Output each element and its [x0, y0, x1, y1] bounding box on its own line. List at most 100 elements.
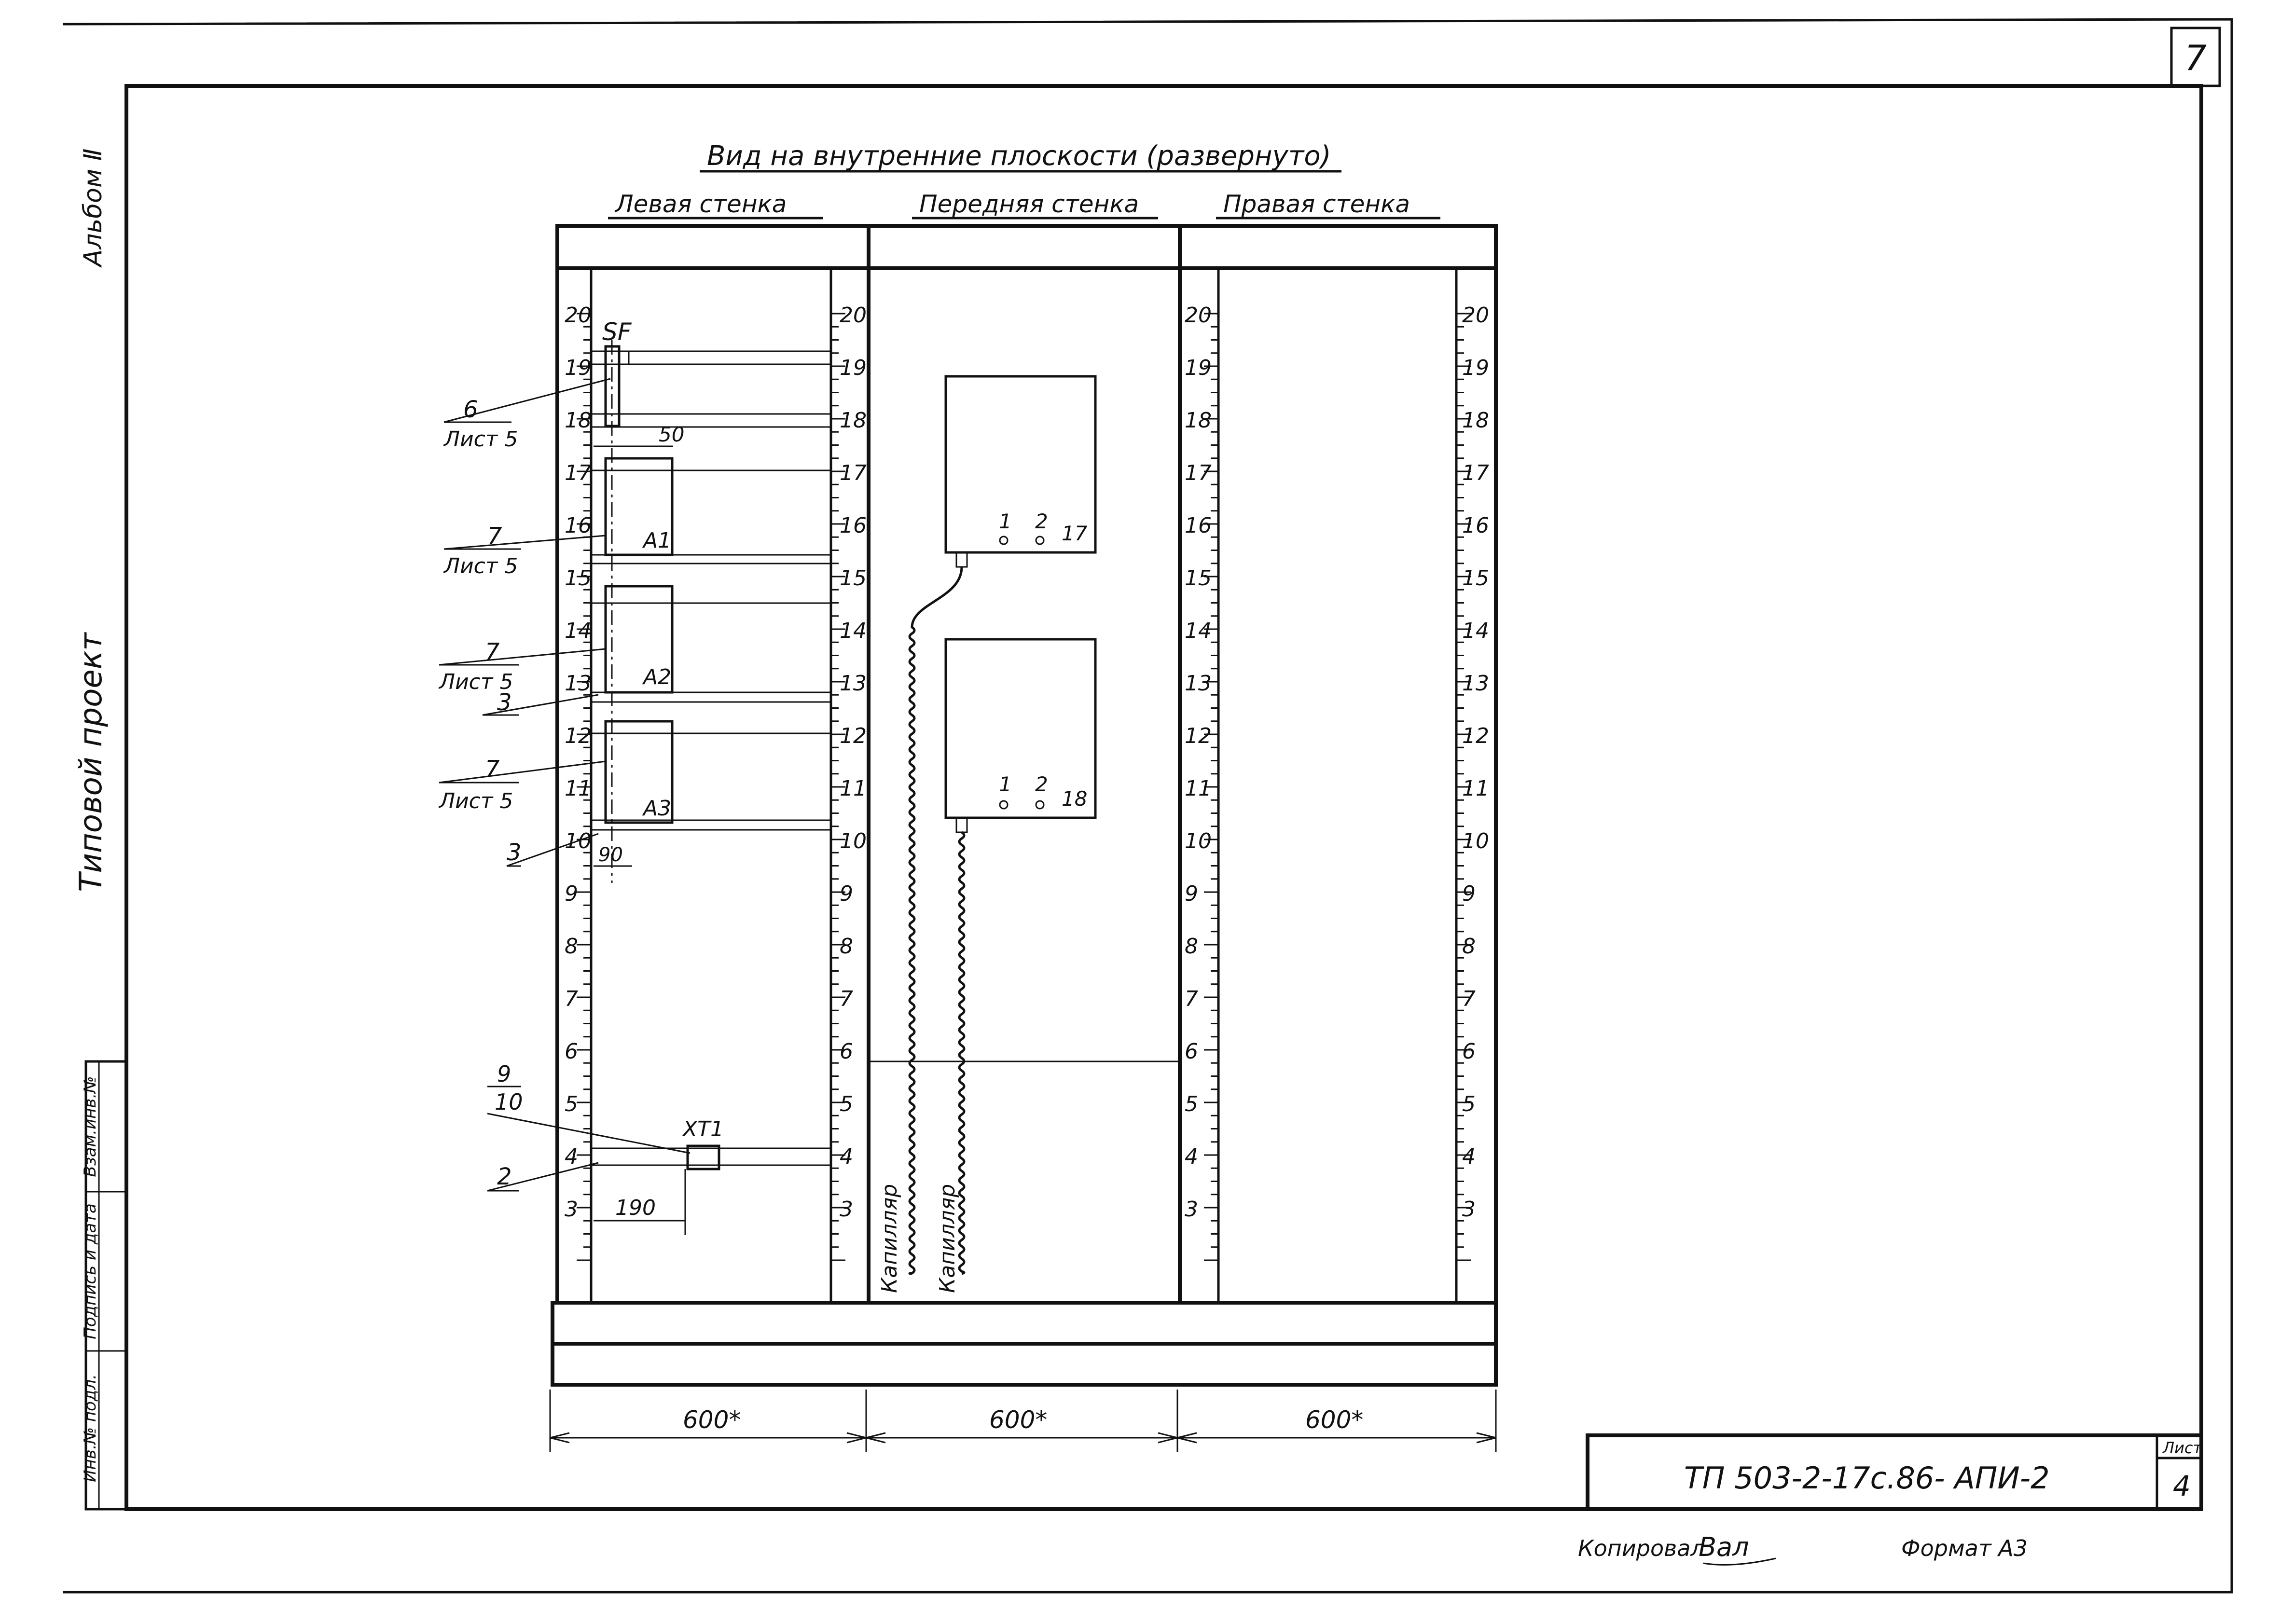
scale-mark: 16 — [1185, 513, 1212, 538]
scale-mark: 20 — [565, 303, 592, 328]
scale-mark: 6 — [1462, 1039, 1476, 1064]
scale-mark: 19 — [840, 356, 867, 380]
scale-mark: 5 — [840, 1092, 853, 1116]
stamp-field-original: Инв.№ подл. — [81, 1374, 100, 1482]
callout-number: 3 — [497, 689, 512, 716]
scale-mark: 19 — [1462, 356, 1489, 380]
scale-mark: 12 — [1462, 724, 1489, 748]
din-rails-left-wall — [591, 350, 831, 1166]
callout-number: 7 — [485, 756, 500, 783]
scale-mark: 8 — [840, 934, 853, 959]
scale-mark: 3 — [565, 1197, 578, 1222]
scale-mark: 10 — [840, 829, 867, 853]
sheet-no: 4 — [2173, 1470, 2191, 1502]
stamp-field-replaced: Взам.инв.№ — [81, 1076, 100, 1177]
outer-border — [62, 18, 2233, 1594]
sheet-label: Лист — [2162, 1439, 2202, 1457]
scale-mark: 17 — [1185, 461, 1212, 485]
scale-mark: 6 — [840, 1039, 853, 1064]
capillary-tube-lower — [958, 831, 966, 1275]
scale-mark: 10 — [1185, 829, 1212, 853]
scale-mark: 4 — [840, 1144, 853, 1169]
scale-mark: 4 — [1462, 1144, 1476, 1169]
module-label: A2 — [642, 665, 671, 689]
title-block: ТП 503-2-17с.86- АПИ-2 Лист 4 — [1586, 1433, 2203, 1511]
terminal-offset-dim: 190 — [615, 1196, 656, 1220]
leader-line — [487, 1113, 691, 1154]
scale-mark: 16 — [840, 513, 867, 538]
scale-mark: 12 — [840, 724, 867, 748]
instrument-box-lower — [944, 638, 1097, 819]
scale-right-wall-left: 20 19 18 17 16 15 14 13 12 11 10 9 8 7 6… — [1185, 303, 1212, 1222]
scale-mark: 7 — [1462, 987, 1476, 1011]
copied-label: Копировал — [1578, 1535, 1705, 1561]
scale-mark: 11 — [565, 776, 592, 801]
callouts: 6 Лист 5 7 Лист 5 7 Лист 5 3 7 Лист 5 3 … — [438, 378, 691, 1192]
wall-title-right: Правая стенка — [1223, 190, 1410, 218]
leader-line — [439, 760, 606, 784]
sheet-number: 7 — [2184, 38, 2207, 78]
scale-mark: 4 — [1185, 1144, 1198, 1169]
scale-mark: 17 — [840, 461, 867, 485]
scale-mark: 5 — [565, 1092, 578, 1116]
leader-line — [487, 1162, 599, 1192]
sheet-number-box — [2170, 27, 2221, 87]
wall-title-front: Передняя стенка — [919, 190, 1139, 218]
scale-mark: 15 — [1185, 566, 1212, 591]
scale-mark: 19 — [565, 356, 592, 380]
scale-mark: 5 — [1185, 1092, 1198, 1116]
module-label: A1 — [642, 528, 671, 553]
callout-number: 3 — [507, 839, 522, 866]
scale-mark: 6 — [1185, 1039, 1198, 1064]
scale-mark: 3 — [1185, 1197, 1198, 1222]
format-label: Формат А3 — [1901, 1535, 2028, 1561]
callout-reference: 10 — [495, 1089, 523, 1115]
scale-mark: 13 — [1462, 671, 1489, 696]
breaker-label: SF — [602, 318, 632, 346]
breaker-sf-latch — [618, 350, 630, 365]
callout-reference: Лист 5 — [443, 554, 518, 578]
side-stamp: Альбом Ⅱ Типовой проект Инв.№ подл. Подп… — [73, 149, 128, 1511]
base-band-lower — [551, 1342, 1498, 1387]
scale-mark: 20 — [1185, 303, 1212, 328]
callout-number: 2 — [497, 1163, 512, 1190]
width-label-front: 600* — [989, 1406, 1047, 1434]
terminal-icon — [1035, 800, 1045, 810]
scale-mark: 6 — [565, 1039, 578, 1064]
scale-mark: 4 — [565, 1144, 578, 1169]
scale-mark: 20 — [840, 303, 867, 328]
front-wall-instruments: 1 2 17 1 2 18 Капилляр Капилляр — [877, 375, 1097, 1293]
leader-line — [482, 694, 599, 716]
view-titles: Вид на внутренние плоскости (развернуто)… — [608, 140, 1440, 220]
leader-line — [443, 378, 611, 423]
scale-mark: 11 — [840, 776, 867, 801]
dimensions-left-wall: 50 90 190 — [594, 423, 686, 1235]
terminal-label: 1 — [999, 509, 1012, 533]
terminal-icon — [999, 536, 1009, 545]
cabinet-outline — [551, 224, 1498, 1387]
album-label: Альбом Ⅱ — [79, 149, 108, 268]
footer: Копировал Вал Формат А3 — [1578, 1532, 2028, 1566]
base-band-upper — [551, 1301, 1498, 1346]
signature-flourish — [1703, 1557, 1776, 1566]
scale-mark: 12 — [1185, 724, 1212, 748]
dimension-arrows — [550, 1432, 1496, 1444]
sheet-frame: 7 — [62, 18, 2233, 1594]
terminal-icon — [1035, 536, 1045, 545]
scale-mark: 17 — [1462, 461, 1489, 485]
scale-mark: 16 — [1462, 513, 1489, 538]
scale-mark: 14 — [1185, 619, 1212, 643]
width-dimensions: 600* 600* 600* — [549, 1390, 1497, 1452]
scale-mark: 17 — [565, 461, 592, 485]
scale-mark: 9 — [1462, 881, 1476, 906]
left-wall-devices: SF A1 A2 A3 XT1 — [602, 318, 724, 1170]
scale-mark: 15 — [840, 566, 867, 591]
capillary-label: Капилляр — [935, 1184, 960, 1293]
capillary-fitting — [955, 817, 968, 833]
scale-mark: 14 — [565, 619, 592, 643]
scale-mark: 14 — [1462, 619, 1489, 643]
project-type-label: Типовой проект — [73, 632, 109, 892]
scale-left-wall-left: 20 19 18 17 16 15 14 13 12 11 10 9 8 7 6… — [565, 303, 592, 1222]
terminal-label: 17 — [1062, 522, 1088, 545]
scale-mark: 19 — [1185, 356, 1212, 380]
